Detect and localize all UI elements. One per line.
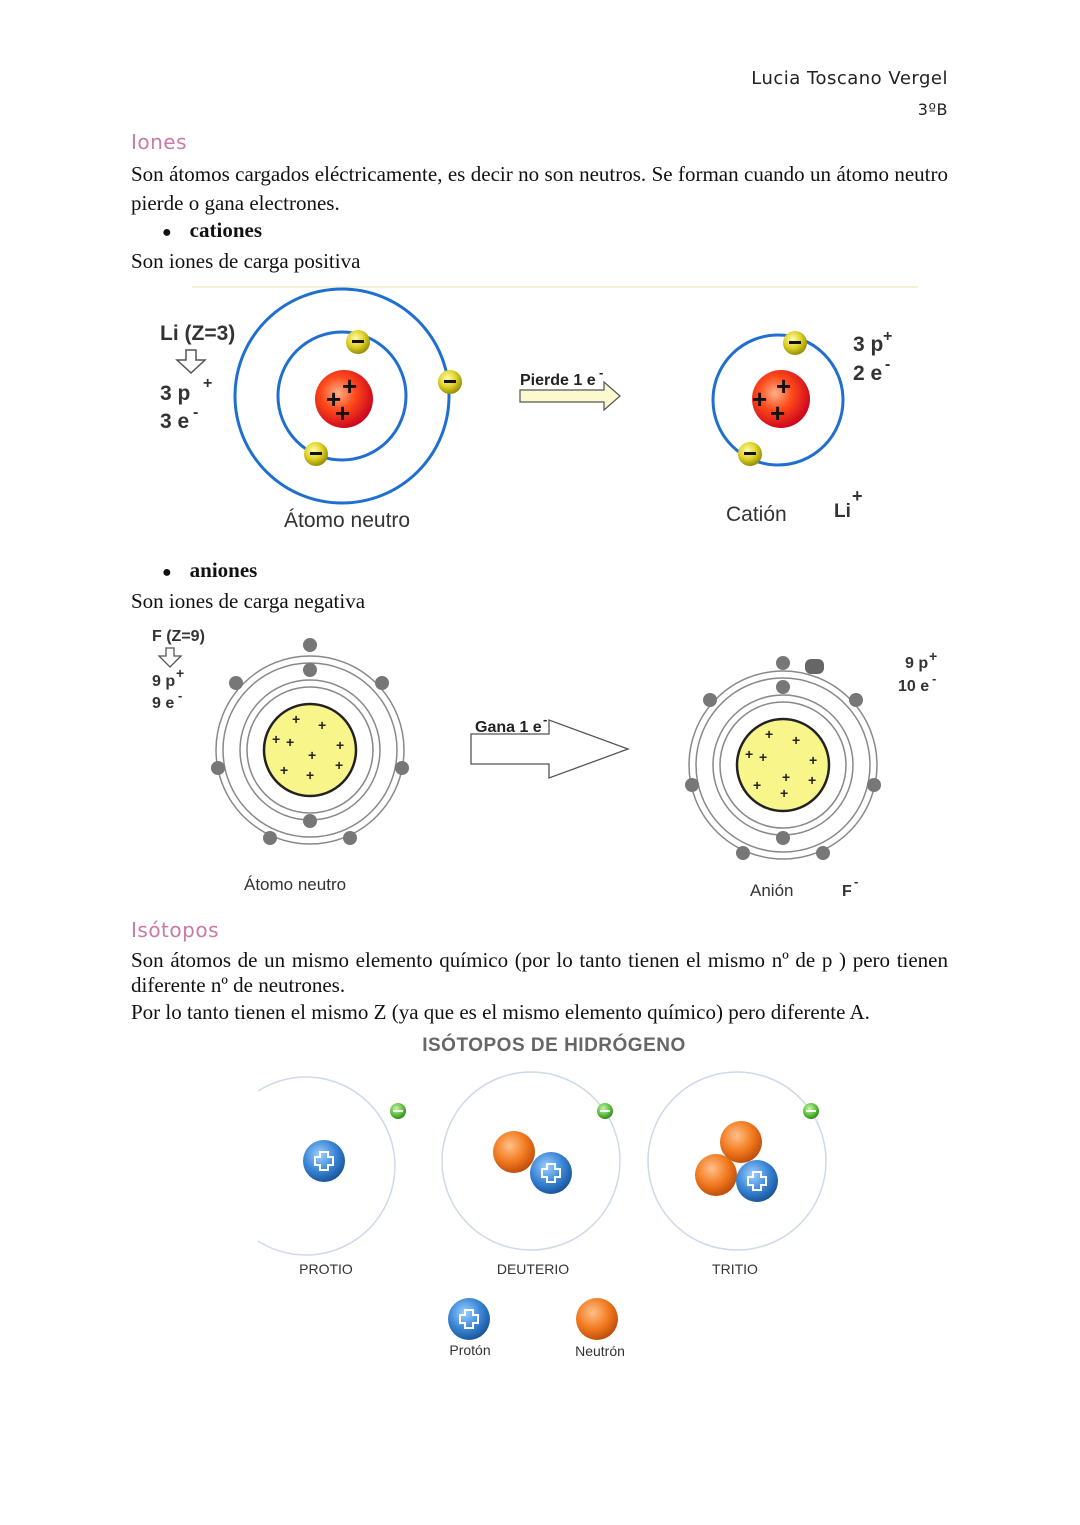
anion-protons: 9 p: [152, 673, 175, 690]
svg-text:+: +: [753, 777, 761, 793]
svg-text:+: +: [272, 731, 280, 747]
ion-protons: 9 p: [905, 655, 928, 672]
svg-text:+: +: [336, 737, 344, 753]
neutron: [493, 1131, 535, 1173]
legend-neutron-label: Neutrón: [575, 1343, 625, 1359]
isotopes-figure: ISÓTOPOS DE HIDRÓGENO PROTIO DEUTERIO TR…: [250, 1028, 850, 1368]
ion-protons: 3 p: [853, 333, 883, 356]
isotopos-p2: Por lo tanto tienen el mismo Z (ya que e…: [131, 998, 870, 1027]
proton: [303, 1140, 345, 1182]
anion-electrons: 9 e: [152, 695, 174, 712]
section-title-iones: Iones: [131, 130, 187, 154]
nucleus-charge: +: [752, 384, 767, 414]
svg-text:+: +: [280, 762, 288, 778]
legend-proton-label: Protón: [449, 1342, 490, 1358]
superscript-minus: -: [599, 365, 603, 380]
svg-text:+: +: [808, 772, 816, 788]
isotope-label-deuterio: DEUTERIO: [497, 1261, 569, 1277]
legend-proton-icon: [448, 1298, 490, 1340]
svg-text:+: +: [759, 749, 767, 765]
svg-text:+: +: [292, 711, 300, 727]
superscript-plus: +: [176, 665, 184, 681]
figure-title: ISÓTOPOS DE HIDRÓGENO: [422, 1034, 686, 1056]
bullet-dot: ●: [162, 564, 172, 581]
class-label: 3ºB: [918, 100, 948, 119]
aniones-desc: Son iones de carga negativa: [131, 587, 365, 616]
superscript-minus: -: [543, 712, 547, 727]
bullet-aniones: ● aniones: [162, 558, 257, 583]
cation-electrons: 3 e: [160, 410, 189, 433]
ion-electrons: 2 e: [853, 362, 882, 385]
svg-text:+: +: [792, 732, 800, 748]
nucleus-charge: +: [776, 371, 791, 401]
nucleus-charge: +: [770, 398, 785, 428]
svg-text:+: +: [765, 726, 773, 742]
svg-text:+: +: [286, 734, 294, 750]
author-name: Lucia Toscano Vergel: [751, 68, 948, 89]
svg-text:+: +: [780, 785, 788, 801]
neutral-atom-label: Átomo neutro: [284, 509, 410, 532]
superscript-minus: -: [885, 356, 890, 373]
cation-symbol: Li: [834, 501, 851, 522]
superscript-plus: +: [929, 648, 937, 664]
cationes-desc: Son iones de carga positiva: [131, 247, 360, 276]
lose-electron-label: Pierde 1 e: [520, 372, 596, 389]
superscript-minus: -: [932, 671, 936, 686]
superscript-plus: +: [883, 328, 892, 345]
bullet-dot: ●: [162, 224, 172, 241]
isotope-label-protio: PROTIO: [299, 1261, 353, 1277]
svg-text:+: +: [335, 757, 343, 773]
svg-text:+: +: [308, 747, 316, 763]
cation-label: Catión: [726, 503, 787, 526]
svg-text:+: +: [782, 769, 790, 785]
ion-electrons: 10 e: [898, 678, 929, 695]
svg-text:+: +: [306, 767, 314, 783]
neutral-atom-label: Átomo neutro: [244, 875, 346, 894]
proton: [530, 1152, 572, 1194]
svg-text:+: +: [809, 752, 817, 768]
nucleus-charge: +: [342, 371, 357, 401]
bullet-cationes: ● cationes: [162, 218, 262, 243]
isotopos-p1: Son átomos de un mismo elemento químico …: [131, 948, 948, 998]
cation-element: Li (Z=3): [160, 322, 235, 345]
legend-neutron-icon: [576, 1298, 618, 1340]
iones-intro: Son átomos cargados eléctricamente, es d…: [131, 160, 948, 218]
superscript-plus: +: [852, 486, 863, 506]
anion-element: F (Z=9): [152, 628, 205, 645]
nucleus-charge: +: [335, 398, 350, 428]
superscript-minus: -: [854, 874, 858, 889]
proton: [736, 1160, 778, 1202]
anion-label: Anión: [750, 881, 793, 900]
gained-electron: [805, 659, 824, 674]
superscript-plus: +: [203, 375, 212, 392]
superscript-minus: -: [178, 688, 182, 703]
superscript-minus: -: [193, 404, 198, 421]
anion-diagram: F (Z=9) 9 p + 9 e - ++ ++ ++ +++ Átomo n…: [140, 620, 950, 905]
svg-text:+: +: [745, 746, 753, 762]
bullet-label: aniones: [190, 558, 258, 582]
cation-protons: 3 p: [160, 382, 190, 405]
svg-text:+: +: [318, 717, 326, 733]
isotope-label-tritio: TRITIO: [712, 1261, 758, 1277]
section-title-isotopos: Isótopos: [131, 918, 219, 942]
anion-symbol: F: [842, 883, 852, 900]
bullet-label: cationes: [190, 218, 262, 242]
neutron: [695, 1154, 737, 1196]
cation-diagram: Li (Z=3) 3 p + 3 e - + + + Átomo neutro …: [140, 282, 940, 544]
down-arrow-icon: [177, 350, 205, 373]
